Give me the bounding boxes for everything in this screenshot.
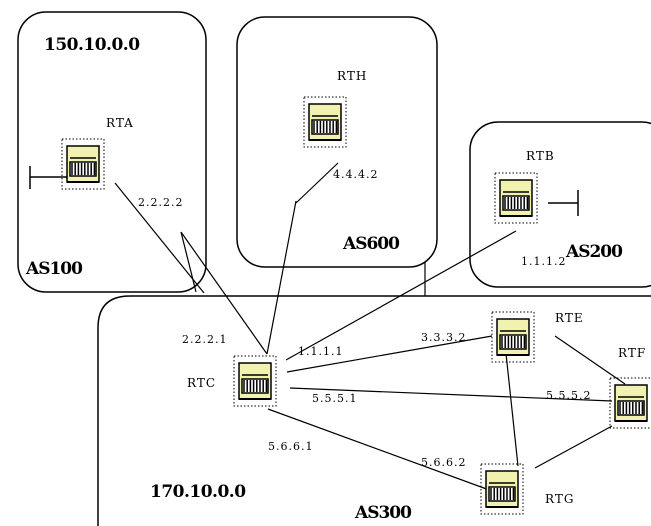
link-rtc-rte [286, 335, 493, 373]
router-rtf-icon [609, 377, 651, 429]
router-graphic [61, 138, 105, 190]
as300-boundary [97, 295, 651, 526]
rtg-label: RTG [545, 492, 575, 506]
rth-ip-label: 4.4.4.2 [333, 168, 379, 181]
rte-ip-label: 3.3.3.2 [421, 331, 467, 344]
as600-label: AS600 [343, 234, 400, 254]
rtb-ip-label: 1.1.1.2 [521, 255, 567, 268]
router-graphic [491, 311, 535, 363]
link-rth-rtc [266, 200, 297, 355]
rtb-label: RTB [526, 149, 555, 163]
rtf-label: RTF [618, 346, 647, 360]
link-rte-rtf [554, 335, 626, 385]
link-rta-rtc-a [114, 182, 205, 294]
rta-label: RTA [106, 116, 134, 130]
router-graphic [233, 355, 277, 407]
as100-network-label: 150.10.0.0 [44, 35, 140, 55]
rte-label: RTE [555, 311, 584, 325]
router-rtg-icon [480, 463, 524, 515]
link-rte-rtg [504, 343, 519, 467]
as600-boundary [236, 16, 438, 268]
rtc-ip-label-3: 5.5.5.1 [312, 392, 358, 405]
router-graphic [609, 377, 651, 429]
link-rtc-rtf [289, 387, 613, 402]
as300-label: AS300 [355, 503, 412, 523]
as100-boundary [17, 11, 207, 293]
router-graphic [480, 463, 524, 515]
link-rtf-rtg [534, 425, 613, 469]
rth-label: RTH [337, 69, 368, 83]
router-graphic [494, 172, 538, 224]
router-rtb-icon [494, 172, 538, 224]
router-rte-icon [491, 311, 535, 363]
as200-label: AS200 [566, 242, 623, 262]
rtc-ip-label-1: 2.2.2.1 [182, 333, 228, 346]
as200-boundary [469, 121, 651, 288]
link-rta-rtc-b [180, 231, 268, 355]
router-rth-icon [303, 96, 347, 148]
link-rtc-rtg [267, 408, 493, 492]
router-graphic [303, 96, 347, 148]
rtc-label: RTC [187, 376, 217, 390]
rtf-ip-label: 5.5.5.2 [546, 389, 592, 402]
link-rta-rtc-c [180, 231, 197, 293]
as100-label: AS100 [26, 259, 83, 279]
link-rth-short [295, 162, 339, 204]
router-rtc-icon [233, 355, 277, 407]
rtc-ip-label-4: 5.6.6.1 [268, 440, 314, 453]
link-rtb-rtc [285, 230, 517, 361]
router-rta-icon [61, 138, 105, 190]
as300-network-label: 170.10.0.0 [150, 482, 246, 502]
rtg-ip-label: 5.6.6.2 [421, 456, 467, 469]
rta-ip-label: 2.2.2.2 [138, 196, 184, 209]
rtc-ip-label-2: 1.1.1.1 [298, 345, 344, 358]
